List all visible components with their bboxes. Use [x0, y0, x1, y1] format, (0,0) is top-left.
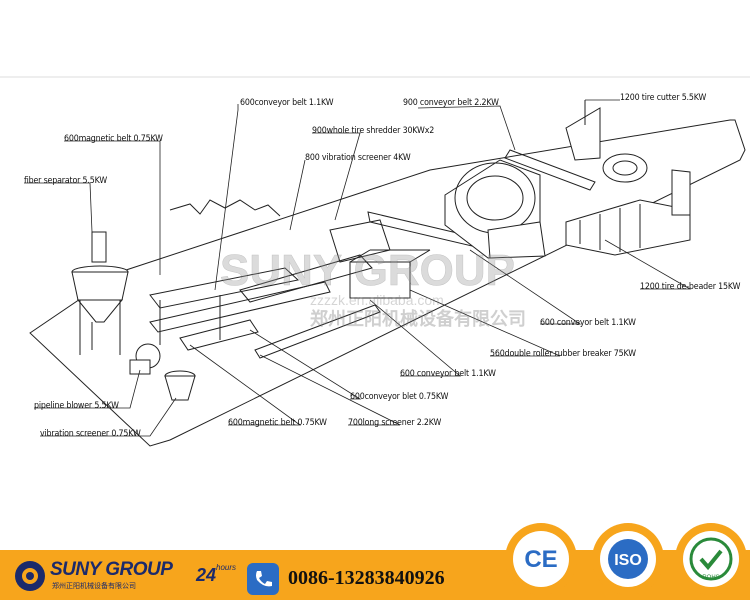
ce-badge: CE — [505, 523, 577, 595]
label-tire-cutter: 1200 tire cutter 5.5KW — [620, 93, 707, 103]
label-600-conveyor-mid: 600 conveyor belt 1.1KW — [400, 369, 496, 379]
label-long-screener: 700long screener 2.2KW — [348, 418, 442, 428]
svg-text:ROHS: ROHS — [702, 575, 719, 581]
watermark-brand: SUNY GROUP — [220, 246, 515, 295]
ce-icon: CE — [524, 546, 557, 573]
rubber-breaker — [349, 249, 431, 299]
footer-brand: SUNY GROUP — [50, 559, 173, 580]
label-whole-tire-shredder: 900whole tire shredder 30KWx2 — [312, 126, 435, 136]
gear-icon — [15, 561, 45, 591]
ground-platform — [29, 119, 746, 447]
footer-banner: SUNY GROUP 郑州正阳机械设备有限公司 24 hours 0086-13… — [0, 515, 750, 600]
label-600-magnetic-belt-top: 600magnetic belt 0.75KW — [64, 134, 163, 144]
watermark-company: 郑州正阳机械设备有限公司 — [310, 308, 526, 330]
rohs-icon: ROHS — [689, 537, 733, 581]
whole-tire-shredder — [444, 159, 546, 259]
hours-number: 24 — [196, 565, 217, 585]
phone-number: 0086-13283840926 — [288, 567, 445, 589]
label-800-vibration-screener: 800 vibration screener 4KW — [305, 153, 411, 163]
left-conveyors — [149, 199, 331, 351]
tire-cutter — [565, 100, 648, 183]
svg-text:CE: CE — [524, 546, 557, 573]
label-tire-debeader: 1200 tire de-beader 15KW — [640, 282, 741, 292]
label-600-conveyor-blet: 600conveyor blet 0.75KW — [350, 392, 449, 402]
label-600-conveyor-belt: 600conveyor belt 1.1KW — [240, 98, 334, 108]
leader-lines — [24, 99, 692, 437]
label-900-conveyor-belt: 900 conveyor belt 2.2KW — [403, 98, 499, 108]
iso-badge: ISO — [592, 523, 664, 595]
pipeline-blower — [129, 343, 161, 375]
tire-debeader — [565, 169, 691, 256]
label-pipeline-blower: pipeline blower 5.5KW — [34, 401, 119, 411]
label-fiber-separator: fiber separator 5.5KW — [24, 176, 108, 186]
watermark-url: zzzzk.en.alibaba.com — [310, 292, 444, 308]
watermark: SUNY GROUP zzzzk.en.alibaba.com 郑州正阳机械设备… — [220, 246, 526, 330]
rohs-badge: ROHS — [675, 523, 747, 595]
label-rubber-breaker: 560double roller rubber breaker 75KW — [490, 349, 636, 359]
footer-brand-cn: 郑州正阳机械设备有限公司 — [52, 582, 136, 590]
iso-icon: ISO — [608, 539, 648, 579]
vibration-screener-small — [164, 370, 196, 401]
fiber-separator — [71, 231, 129, 355]
hours-label: hours — [216, 563, 237, 572]
label-600-conveyor-right: 600 conveyor belt 1.1KW — [540, 318, 636, 328]
label-600-magnetic-belt-bottom: 600magnetic belt 0.75KW — [228, 418, 327, 428]
svg-text:ISO: ISO — [614, 552, 642, 569]
phone-icon — [247, 563, 279, 595]
company-logo: SUNY GROUP 郑州正阳机械设备有限公司 — [10, 556, 185, 596]
conveyor-900 — [504, 149, 596, 191]
label-vibration-screener-small: vibration screener 0.75KW — [40, 429, 141, 439]
